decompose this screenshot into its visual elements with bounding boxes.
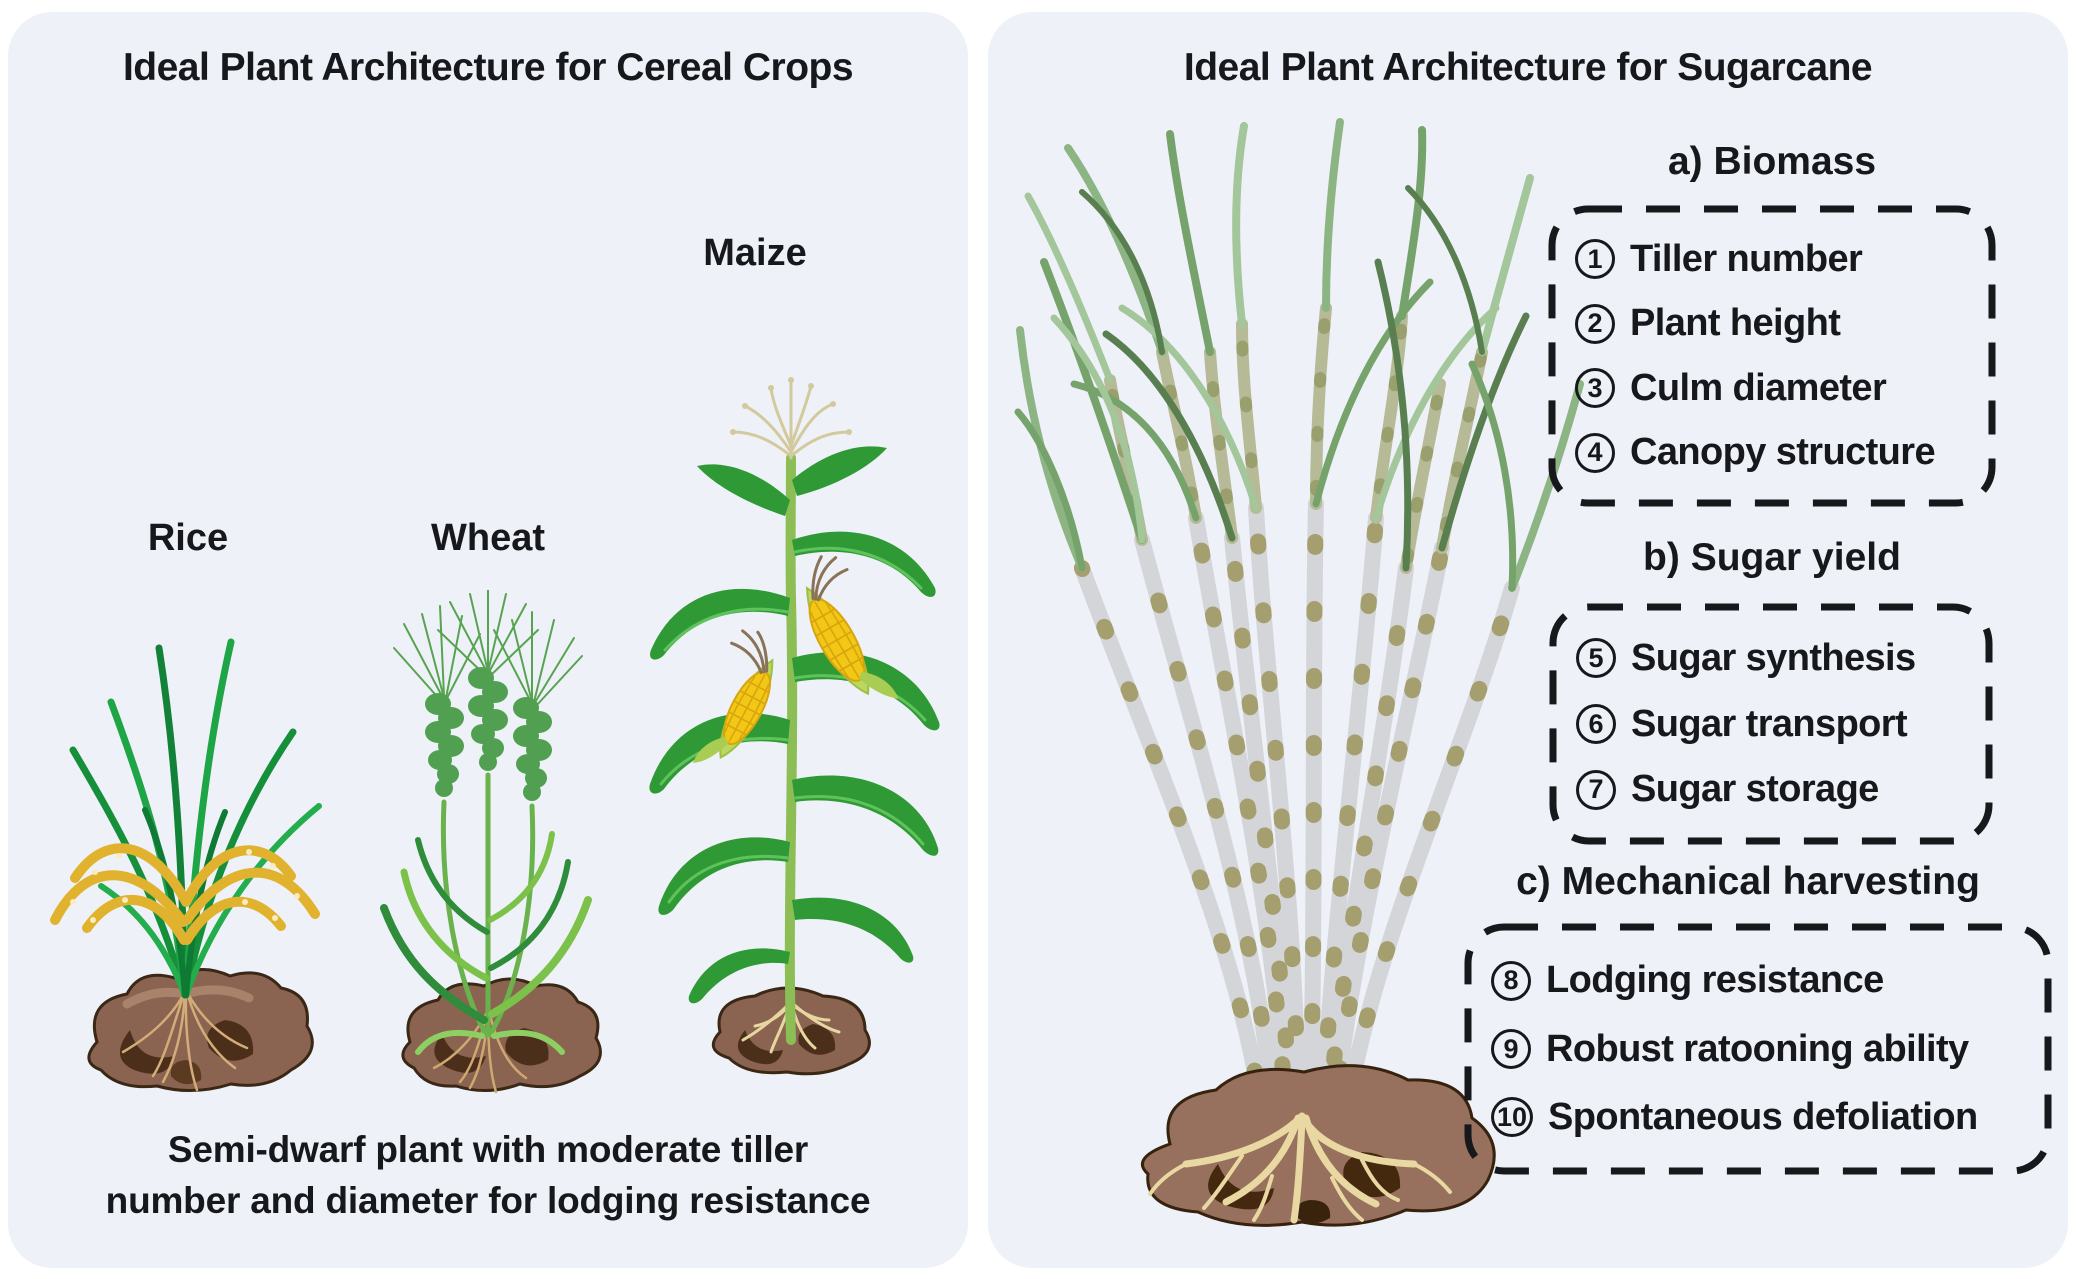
list-item: 1 Tiller number <box>1575 238 1987 281</box>
list-item: 8 Lodging resistance <box>1491 959 2043 1002</box>
rice-blades <box>69 638 322 999</box>
item-label: Lodging resistance <box>1546 959 1884 1002</box>
item-label: Canopy structure <box>1630 431 1936 474</box>
maize-tassel-tips <box>730 377 852 435</box>
item-label: Tiller number <box>1630 237 1863 280</box>
cereal-crops-panel: Ideal Plant Architecture for Cereal Crop… <box>8 12 968 1268</box>
circled-number-icon: 4 <box>1575 432 1615 473</box>
list-item: 3 Culm diameter <box>1575 367 1987 410</box>
cane-roots <box>1148 1112 1452 1224</box>
sugar-yield-box: 5 Sugar synthesis 6 Sugar transport 7 Sugar… <box>1548 602 1994 846</box>
maize-tassel <box>731 378 851 460</box>
list-item: 2 Plant height <box>1575 302 1987 345</box>
maize-illustration <box>649 377 940 1076</box>
biomass-dashed-border <box>1548 205 1996 507</box>
rice-illustration <box>50 638 322 1093</box>
list-item: 6 Sugar transport <box>1576 703 1984 746</box>
item-label: Culm diameter <box>1630 366 1887 409</box>
item-label: Spontaneous defoliation <box>1548 1095 1978 1138</box>
cane-leaves <box>1014 118 1584 1131</box>
sugarcane-panel: Ideal Plant Architecture for Sugarcane <box>988 12 2068 1268</box>
list-item: 10 Spontaneous defoliation <box>1491 1096 2043 1139</box>
circled-number-icon: 3 <box>1575 368 1615 409</box>
maize-ear-right <box>805 555 899 700</box>
circled-number-icon: 5 <box>1576 638 1616 679</box>
mechanical-harvesting-box: 8 Lodging resistance 9 Robust ratooning ab… <box>1463 922 2053 1176</box>
sugar-yield-dashed-border <box>1549 603 1993 845</box>
rice-panicles <box>50 843 320 945</box>
biomass-items: 1 Tiller number 2 Plant height 3 Culm diame… <box>1547 204 1997 508</box>
rice-roots <box>121 990 249 1092</box>
wheat-illustration <box>380 590 602 1094</box>
list-item: 7 Sugar storage <box>1576 768 1984 811</box>
wheat-spikes <box>425 667 552 801</box>
cereal-panel-title: Ideal Plant Architecture for Cereal Crop… <box>122 46 854 89</box>
circled-number-icon: 9 <box>1491 1029 1531 1069</box>
mechanical-harvesting-heading: c) Mechanical harvesting <box>1516 860 1980 903</box>
circled-number-icon: 10 <box>1491 1097 1534 1138</box>
circled-number-icon: 8 <box>1491 960 1531 1001</box>
sugarcane-illustration <box>1014 118 1584 1227</box>
list-item: 5 Sugar synthesis <box>1576 637 1984 680</box>
circled-number-icon: 7 <box>1576 769 1616 810</box>
maize-label: Maize <box>703 232 807 274</box>
rice-label: Rice <box>147 517 229 559</box>
maize-ear-left <box>692 629 774 764</box>
item-label: Sugar transport <box>1631 702 1908 745</box>
item-label: Robust ratooning ability <box>1546 1027 1969 1070</box>
sugarcane-panel-title: Ideal Plant Architecture for Sugarcane <box>1183 46 1873 89</box>
item-label: Sugar storage <box>1631 768 1879 811</box>
wheat-awns <box>393 590 583 707</box>
wheat-label: Wheat <box>431 517 545 559</box>
circled-number-icon: 2 <box>1575 303 1615 344</box>
mechanical-harvesting-items: 8 Lodging resistance 9 Robust ratooning ab… <box>1463 922 2053 1176</box>
item-label: Plant height <box>1630 302 1841 345</box>
sugar-yield-heading: b) Sugar yield <box>1643 536 1901 579</box>
circled-number-icon: 1 <box>1575 239 1615 280</box>
list-item: 9 Robust ratooning ability <box>1491 1028 2043 1071</box>
cereal-caption: Semi-dwarf plant with moderate tiller nu… <box>8 1124 968 1226</box>
item-label: Sugar synthesis <box>1631 636 1916 679</box>
sugar-yield-items: 5 Sugar synthesis 6 Sugar transport 7 Sugar… <box>1548 602 1994 846</box>
cereal-caption-line2: number and diameter for lodging resistan… <box>105 1180 871 1221</box>
cereal-caption-line1: Semi-dwarf plant with moderate tiller <box>167 1129 809 1170</box>
wheat-leaves <box>380 831 592 1055</box>
biomass-heading: a) Biomass <box>1667 140 1877 183</box>
circled-number-icon: 6 <box>1576 704 1616 744</box>
mechanical-harvesting-dashed-border <box>1464 923 2052 1175</box>
maize-stalk <box>784 453 798 1045</box>
rice-grain-highlights <box>70 849 300 923</box>
rice-soil <box>87 968 314 1093</box>
biomass-box: 1 Tiller number 2 Plant height 3 Culm diame… <box>1547 204 1997 508</box>
list-item: 4 Canopy structure <box>1575 431 1987 474</box>
